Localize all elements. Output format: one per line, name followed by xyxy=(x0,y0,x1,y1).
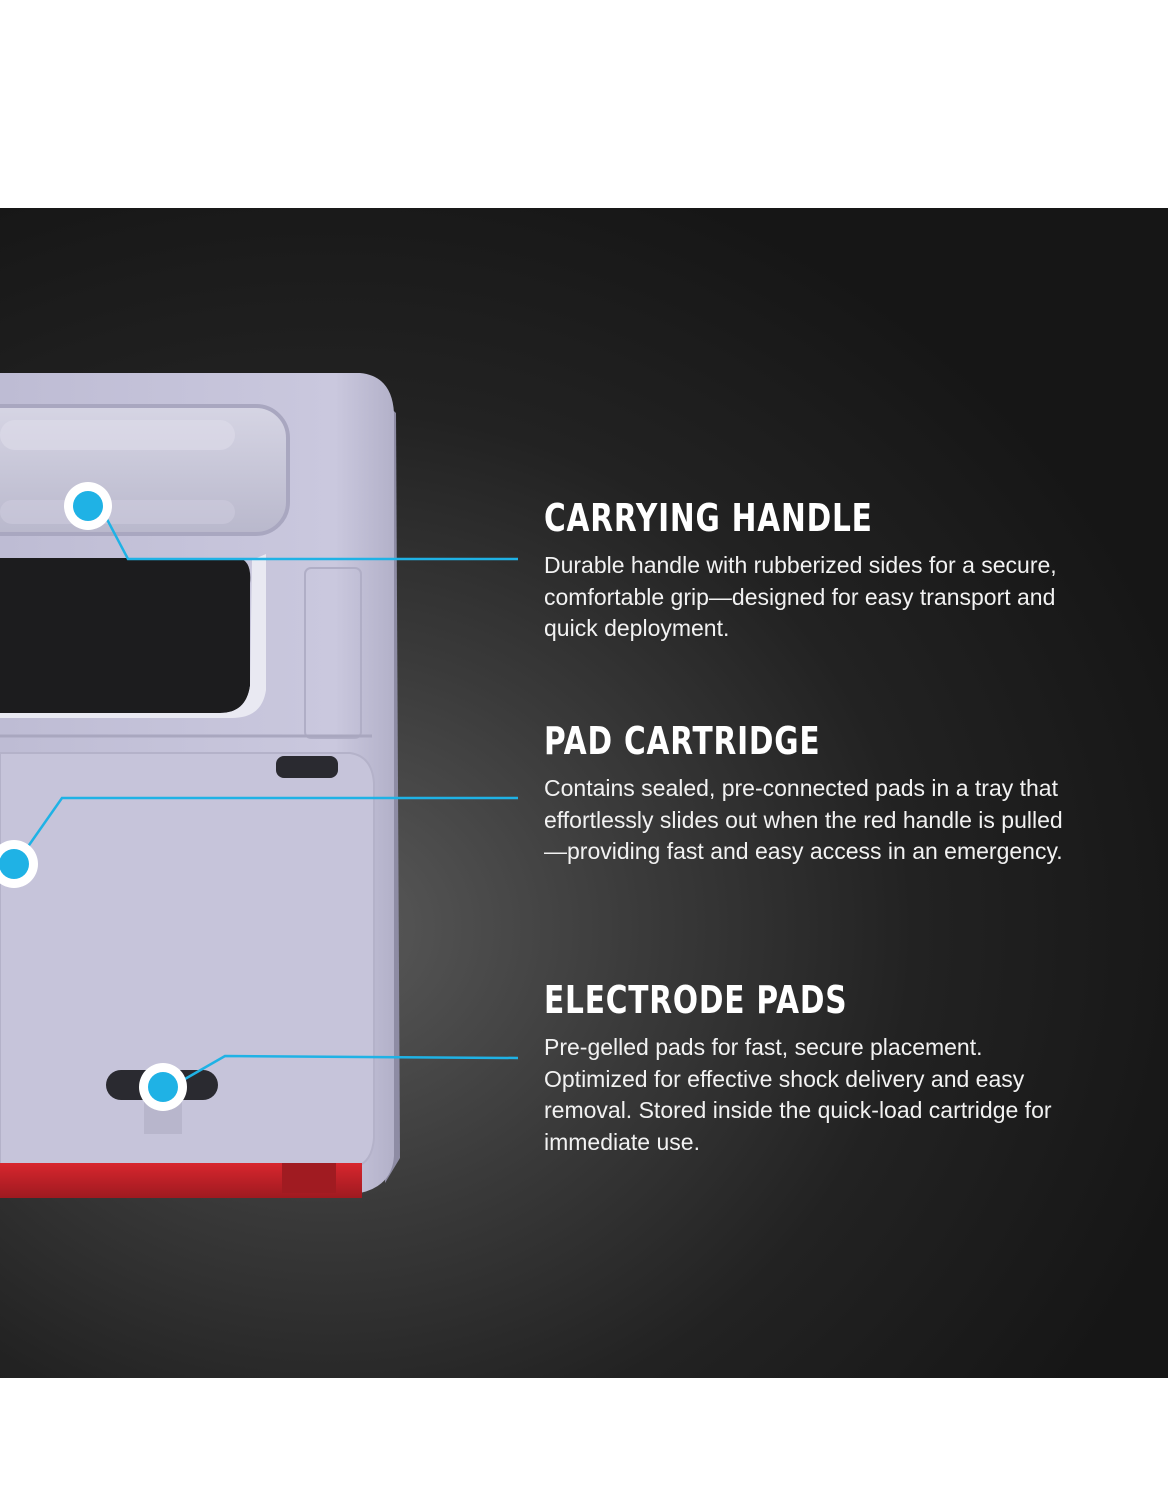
side-panel xyxy=(304,567,362,739)
callout-dot-pads xyxy=(139,1063,187,1111)
feature-title: CARRYING HANDLE xyxy=(544,496,873,540)
feature-carrying-handle: CARRYING HANDLE Durable handle with rubb… xyxy=(544,496,1104,645)
product-feature-panel: CARRYING HANDLE Durable handle with rubb… xyxy=(0,208,1168,1378)
handle-lower-ridge xyxy=(0,500,235,524)
callout-line-cartridge xyxy=(18,796,518,859)
red-pull-handle-tab xyxy=(282,1163,336,1193)
red-pull-handle xyxy=(0,1163,362,1198)
cartridge-latch xyxy=(276,756,338,778)
feature-pad-cartridge: PAD CARTRIDGE Contains sealed, pre-conne… xyxy=(544,719,1104,868)
feature-electrode-pads: ELECTRODE PADS Pre-gelled pads for fast,… xyxy=(544,978,1104,1158)
feature-title: PAD CARTRIDGE xyxy=(544,719,821,763)
aed-device-illustration xyxy=(0,373,519,1198)
callout-dot-cartridge xyxy=(0,840,38,888)
feature-description: Durable handle with rubberized sides for… xyxy=(544,552,1057,641)
feature-description: Pre-gelled pads for fast, secure placeme… xyxy=(544,1034,1052,1155)
pad-cartridge-panel xyxy=(0,752,375,1169)
feature-description: Contains sealed, pre-connected pads in a… xyxy=(544,775,1063,864)
callout-line-handle xyxy=(98,505,518,561)
handle-cutout xyxy=(0,558,251,713)
callout-dot-handle xyxy=(64,482,112,530)
handle-highlight xyxy=(0,420,235,450)
feature-title: ELECTRODE PADS xyxy=(544,978,848,1022)
callout-line-pads xyxy=(177,1054,519,1085)
